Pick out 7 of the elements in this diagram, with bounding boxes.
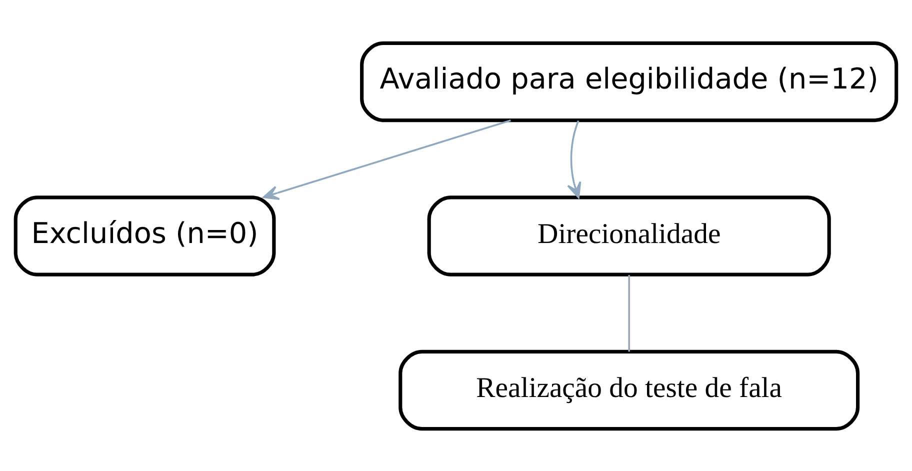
node-box: Avaliado para elegibilidade (n=12) [360,40,898,122]
arrow [262,119,511,200]
node-box: Realização do teste de fala [398,349,860,430]
node-box: Direcionalidade [427,195,831,276]
connector [628,274,630,352]
node-box: Excluídos (n=0) [14,195,276,276]
arrow [567,120,582,198]
